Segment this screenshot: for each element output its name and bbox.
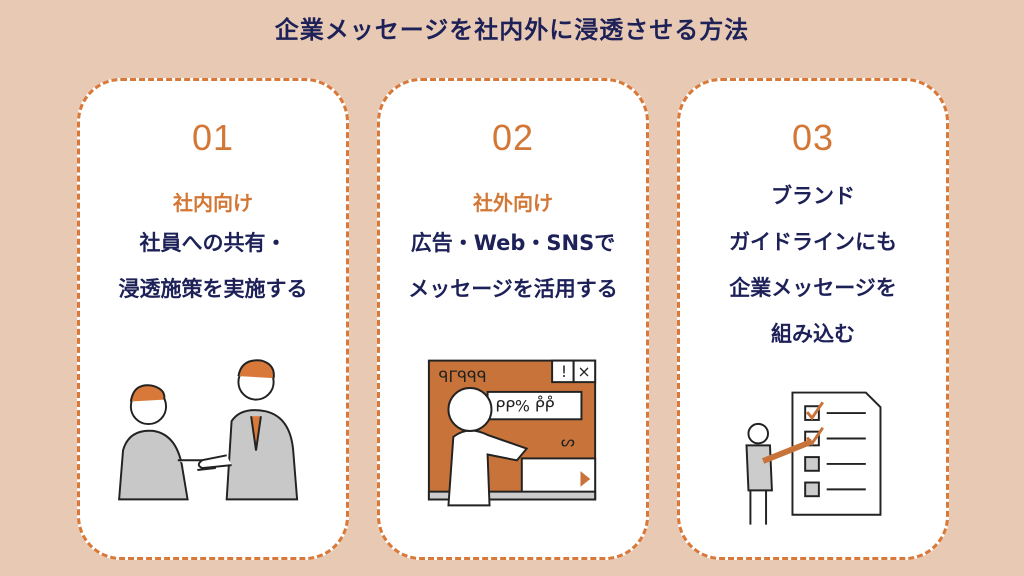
card-text: メッセージを活用する: [408, 277, 618, 301]
card-number: 03: [781, 117, 849, 158]
card-text: 社員への共有・: [139, 231, 287, 255]
people-talking-illustration: [118, 359, 299, 501]
card-text: 浸透施策を実施する: [118, 277, 308, 301]
checklist-illustration: [745, 391, 882, 525]
card-internal: 01 社内向け 社員への共有・ 浸透施策を実施する: [77, 78, 349, 560]
card-subtitle: 社外向け: [473, 191, 553, 215]
page-title: 企業メッセージを社内外に浸透させる方法: [274, 16, 750, 44]
svg-text:!: !: [561, 362, 567, 381]
web-ad-window-illustration: ! × ᑫᒥᑫᑫᑫ ᑭᑭ% ᑬᑬ ᔕ: [427, 359, 597, 507]
card-brand-guideline: 03 ブランド ガイドラインにも 企業メッセージを 組み込む: [677, 78, 949, 560]
card-external: 02 社外向け 広告・Web・SNSで メッセージを活用する ! × ᑫᒥᑫᑫᑫ ᑭ…: [377, 78, 649, 560]
card-subtitle: 社内向け: [173, 191, 253, 215]
card-text: 広告・Web・SNSで: [410, 231, 616, 255]
svg-text:ᑫᒥᑫᑫᑫ: ᑫᒥᑫᑫᑫ: [439, 367, 487, 386]
card-text: 組み込む: [771, 322, 855, 346]
card-number: 01: [181, 117, 249, 158]
card-text: ガイドラインにも: [729, 230, 897, 254]
svg-text:ᑭᑭ% ᑬᑬ: ᑭᑭ% ᑬᑬ: [495, 395, 554, 415]
card-number: 02: [481, 117, 549, 158]
card-text: ブランド: [771, 184, 855, 208]
card-text: 企業メッセージを: [729, 276, 897, 300]
svg-text:ᔕ: ᔕ: [561, 432, 575, 451]
svg-text:×: ×: [578, 362, 591, 381]
